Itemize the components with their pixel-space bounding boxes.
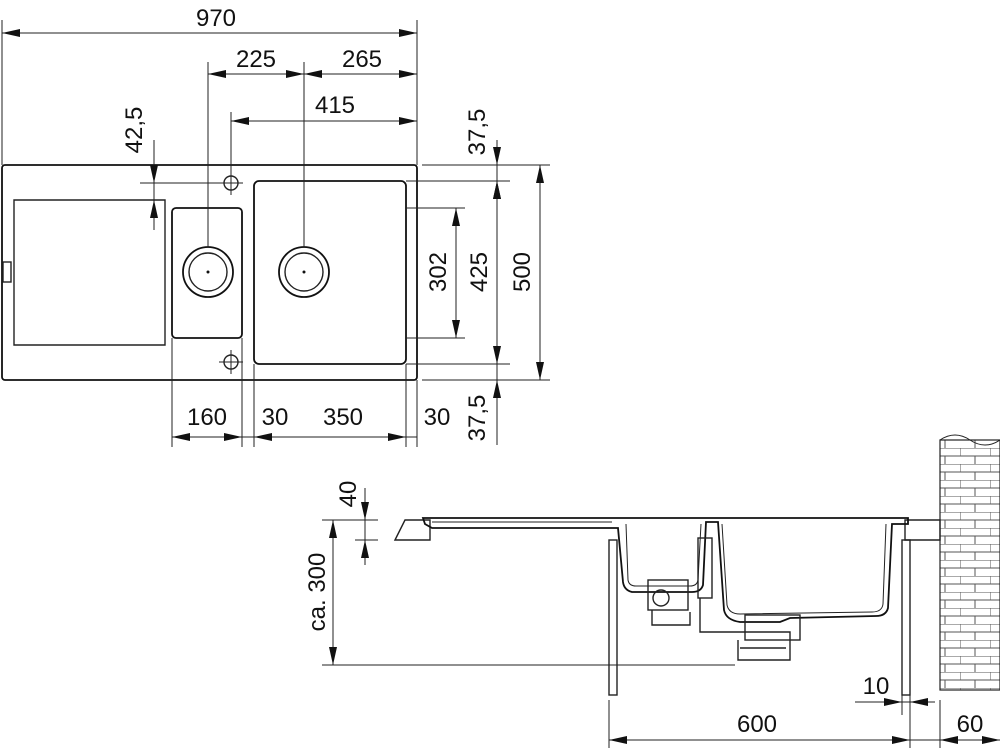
sink-profile (421, 517, 909, 623)
dim-inner-height: 302 (425, 252, 452, 292)
dim-back-margin: 37,5 (464, 109, 491, 156)
dim-bowl-height: 425 (466, 252, 493, 292)
dim-drain-small-offset: 225 (236, 46, 276, 73)
dim-front-edge-offset: 42,5 (121, 107, 148, 154)
dim-cabinet-width: 600 (737, 711, 777, 738)
small-drain-trap (647, 579, 689, 611)
cabinet-left-wall (608, 539, 618, 696)
cabinet-right-wall (901, 539, 911, 696)
dim-small-bowl-width: 160 (187, 404, 227, 431)
countertop-left (393, 519, 431, 541)
small-bowl (171, 207, 243, 339)
sink-outline (1, 164, 418, 381)
side-view: 40 ca. 300 10 600 60 (304, 434, 1000, 748)
dim-right-rim: 30 (424, 404, 451, 431)
tap-hole-bottom (219, 350, 243, 374)
dim-overflow-to-right: 415 (315, 92, 355, 119)
large-drain-trap (744, 614, 801, 641)
top-view: 970 225 265 415 42,5 37,5 (1, 5, 550, 447)
dim-large-bowl-width: 350 (323, 404, 363, 431)
countertop-right (904, 519, 941, 541)
drainboard (13, 199, 166, 346)
drain-large (278, 246, 330, 298)
dim-install-depth: ca. 300 (304, 553, 331, 632)
dim-total-depth: 500 (509, 252, 536, 292)
drain-small (182, 246, 234, 298)
dim-total-width: 970 (196, 5, 236, 32)
dim-rim-height: 40 (335, 481, 362, 508)
dim-drain-large-offset: 265 (342, 46, 382, 73)
dim-front-margin: 37,5 (464, 395, 491, 442)
dim-wall-gap: 10 (863, 673, 890, 700)
large-bowl (253, 180, 407, 365)
brick-wall (939, 439, 1000, 691)
dim-wall-depth: 60 (957, 711, 984, 738)
drainboard-handle (2, 261, 12, 283)
dim-bowl-gap: 30 (262, 404, 289, 431)
